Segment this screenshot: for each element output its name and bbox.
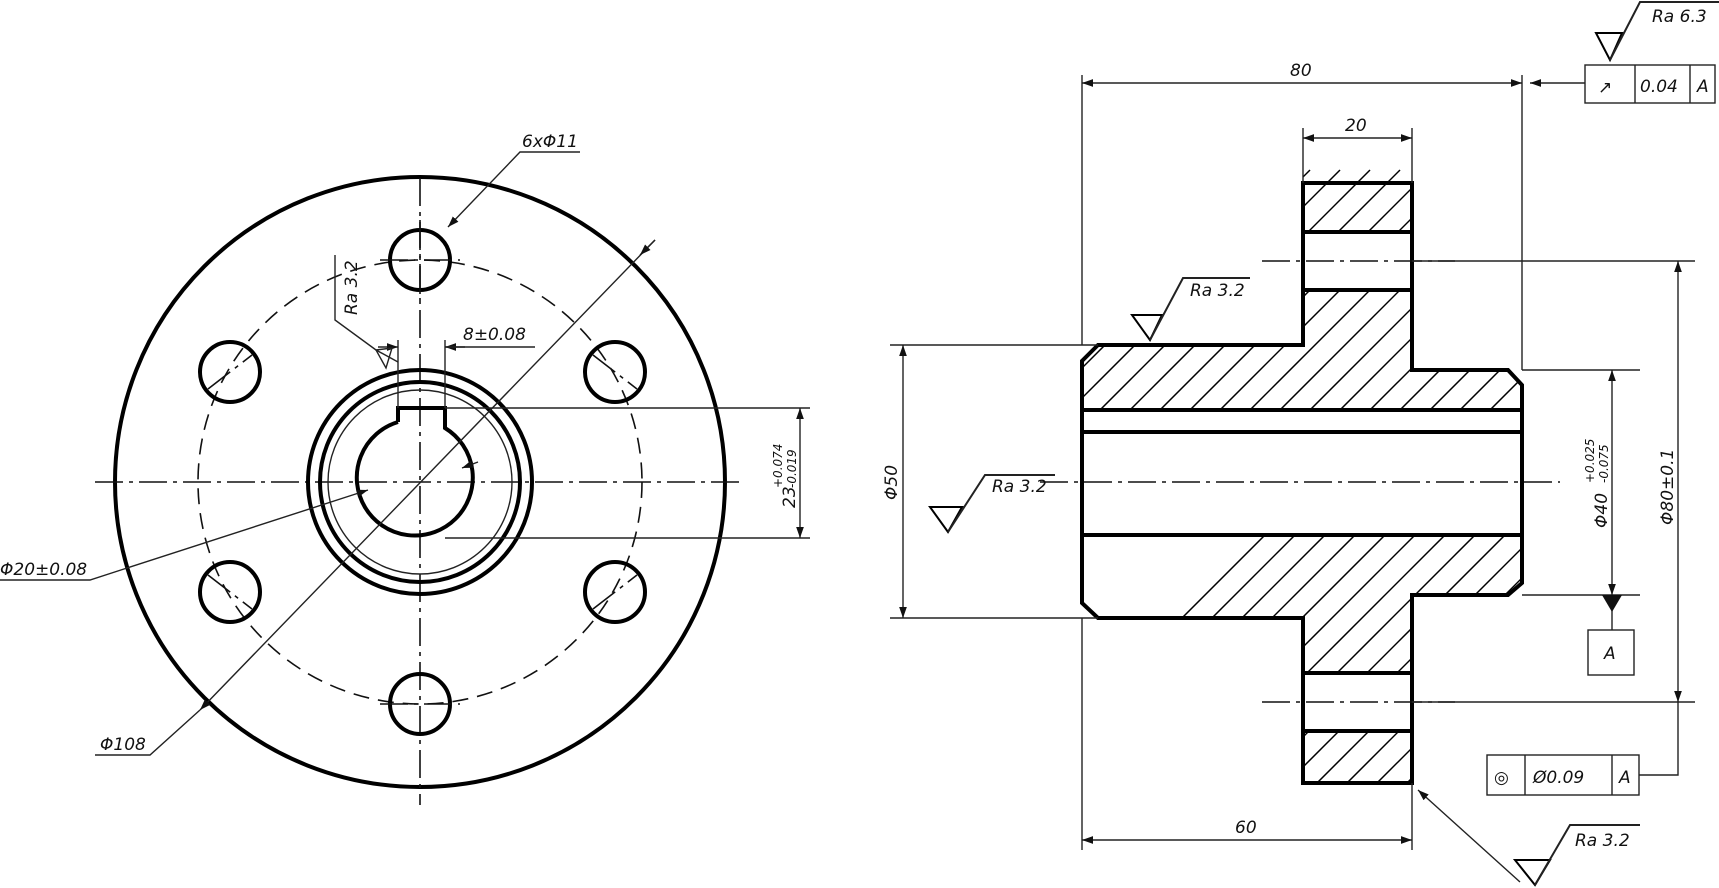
runout-datum: A bbox=[1696, 77, 1709, 97]
section-outline bbox=[1080, 181, 1524, 785]
datum-a: A bbox=[1587, 595, 1635, 676]
flange-thickness-label: 20 bbox=[1345, 116, 1367, 136]
concentricity-frame: ◎ Ø0.09 A bbox=[1486, 702, 1679, 796]
hatch-top bbox=[1082, 169, 1522, 410]
bore-tol-upper: +0.025 bbox=[1583, 439, 1597, 483]
hub-dia-label: Φ50 bbox=[882, 465, 902, 500]
ra-flange-face-symbol: Ra 3.2 bbox=[1417, 789, 1640, 887]
front-dimensions: 6xΦ11 Φ108 Φ20±0.08 8±0.08 23 +0.074 -0.… bbox=[0, 132, 810, 756]
keyway-depth-tol-lower: -0.019 bbox=[785, 449, 799, 488]
ra-bore-symbol: Ra 3.2 bbox=[928, 474, 1055, 534]
ra-hub-symbol: Ra 3.2 bbox=[1130, 277, 1250, 342]
concentricity-datum: A bbox=[1618, 768, 1631, 788]
bolt-hole bbox=[583, 560, 647, 624]
ra-top-label: Ra 6.3 bbox=[1652, 7, 1707, 27]
ra-flange-face-label: Ra 3.2 bbox=[1575, 831, 1630, 851]
keyway-depth-label: 23 bbox=[780, 486, 800, 508]
bore-dia-label: Φ20±0.08 bbox=[0, 560, 87, 580]
pcd-label: Φ108 bbox=[100, 735, 146, 755]
keyway-width-label: 8±0.08 bbox=[463, 325, 526, 345]
keyed-bore bbox=[354, 406, 475, 538]
runout-value: 0.04 bbox=[1640, 77, 1678, 97]
front-view: 6xΦ11 Φ108 Φ20±0.08 8±0.08 23 +0.074 -0.… bbox=[0, 132, 810, 805]
ra-keyway-label: Ra 3.2 bbox=[342, 260, 362, 315]
bolt-hole bbox=[583, 340, 647, 404]
runout-symbol: ↗ bbox=[1598, 78, 1612, 98]
concentricity-symbol: ◎ bbox=[1494, 768, 1509, 788]
ra-bore-label: Ra 3.2 bbox=[992, 477, 1047, 497]
bolt-hole bbox=[198, 560, 262, 624]
section-view: 80 20 60 Φ50 Φ40 +0.025 -0.075 bbox=[882, 0, 1719, 887]
concentricity-value: Ø0.09 bbox=[1532, 768, 1584, 788]
holes-label: 6xΦ11 bbox=[522, 132, 578, 152]
bore-tol-lower: -0.075 bbox=[1597, 444, 1611, 483]
ra-top-symbol: Ra 6.3 bbox=[1594, 0, 1719, 63]
datum-label: A bbox=[1603, 644, 1616, 664]
ra-hub-label: Ra 3.2 bbox=[1190, 281, 1245, 301]
flange-dia-label: Φ80±0.1 bbox=[1658, 449, 1678, 525]
bore-dia-section-label: Φ40 bbox=[1592, 493, 1612, 528]
length-hub-label: 60 bbox=[1235, 818, 1257, 838]
section-center-lines bbox=[1040, 260, 1560, 703]
length-overall-label: 80 bbox=[1290, 61, 1312, 81]
hub-rings bbox=[306, 368, 534, 596]
section-dimensions: 80 20 60 Φ50 Φ40 +0.025 -0.075 bbox=[882, 61, 1695, 850]
bolt-holes bbox=[198, 220, 647, 736]
bolt-hole bbox=[198, 340, 262, 404]
runout-frame: ↗ 0.04 A bbox=[1530, 64, 1716, 104]
keyway-depth-tol-upper: +0.074 bbox=[771, 444, 785, 488]
